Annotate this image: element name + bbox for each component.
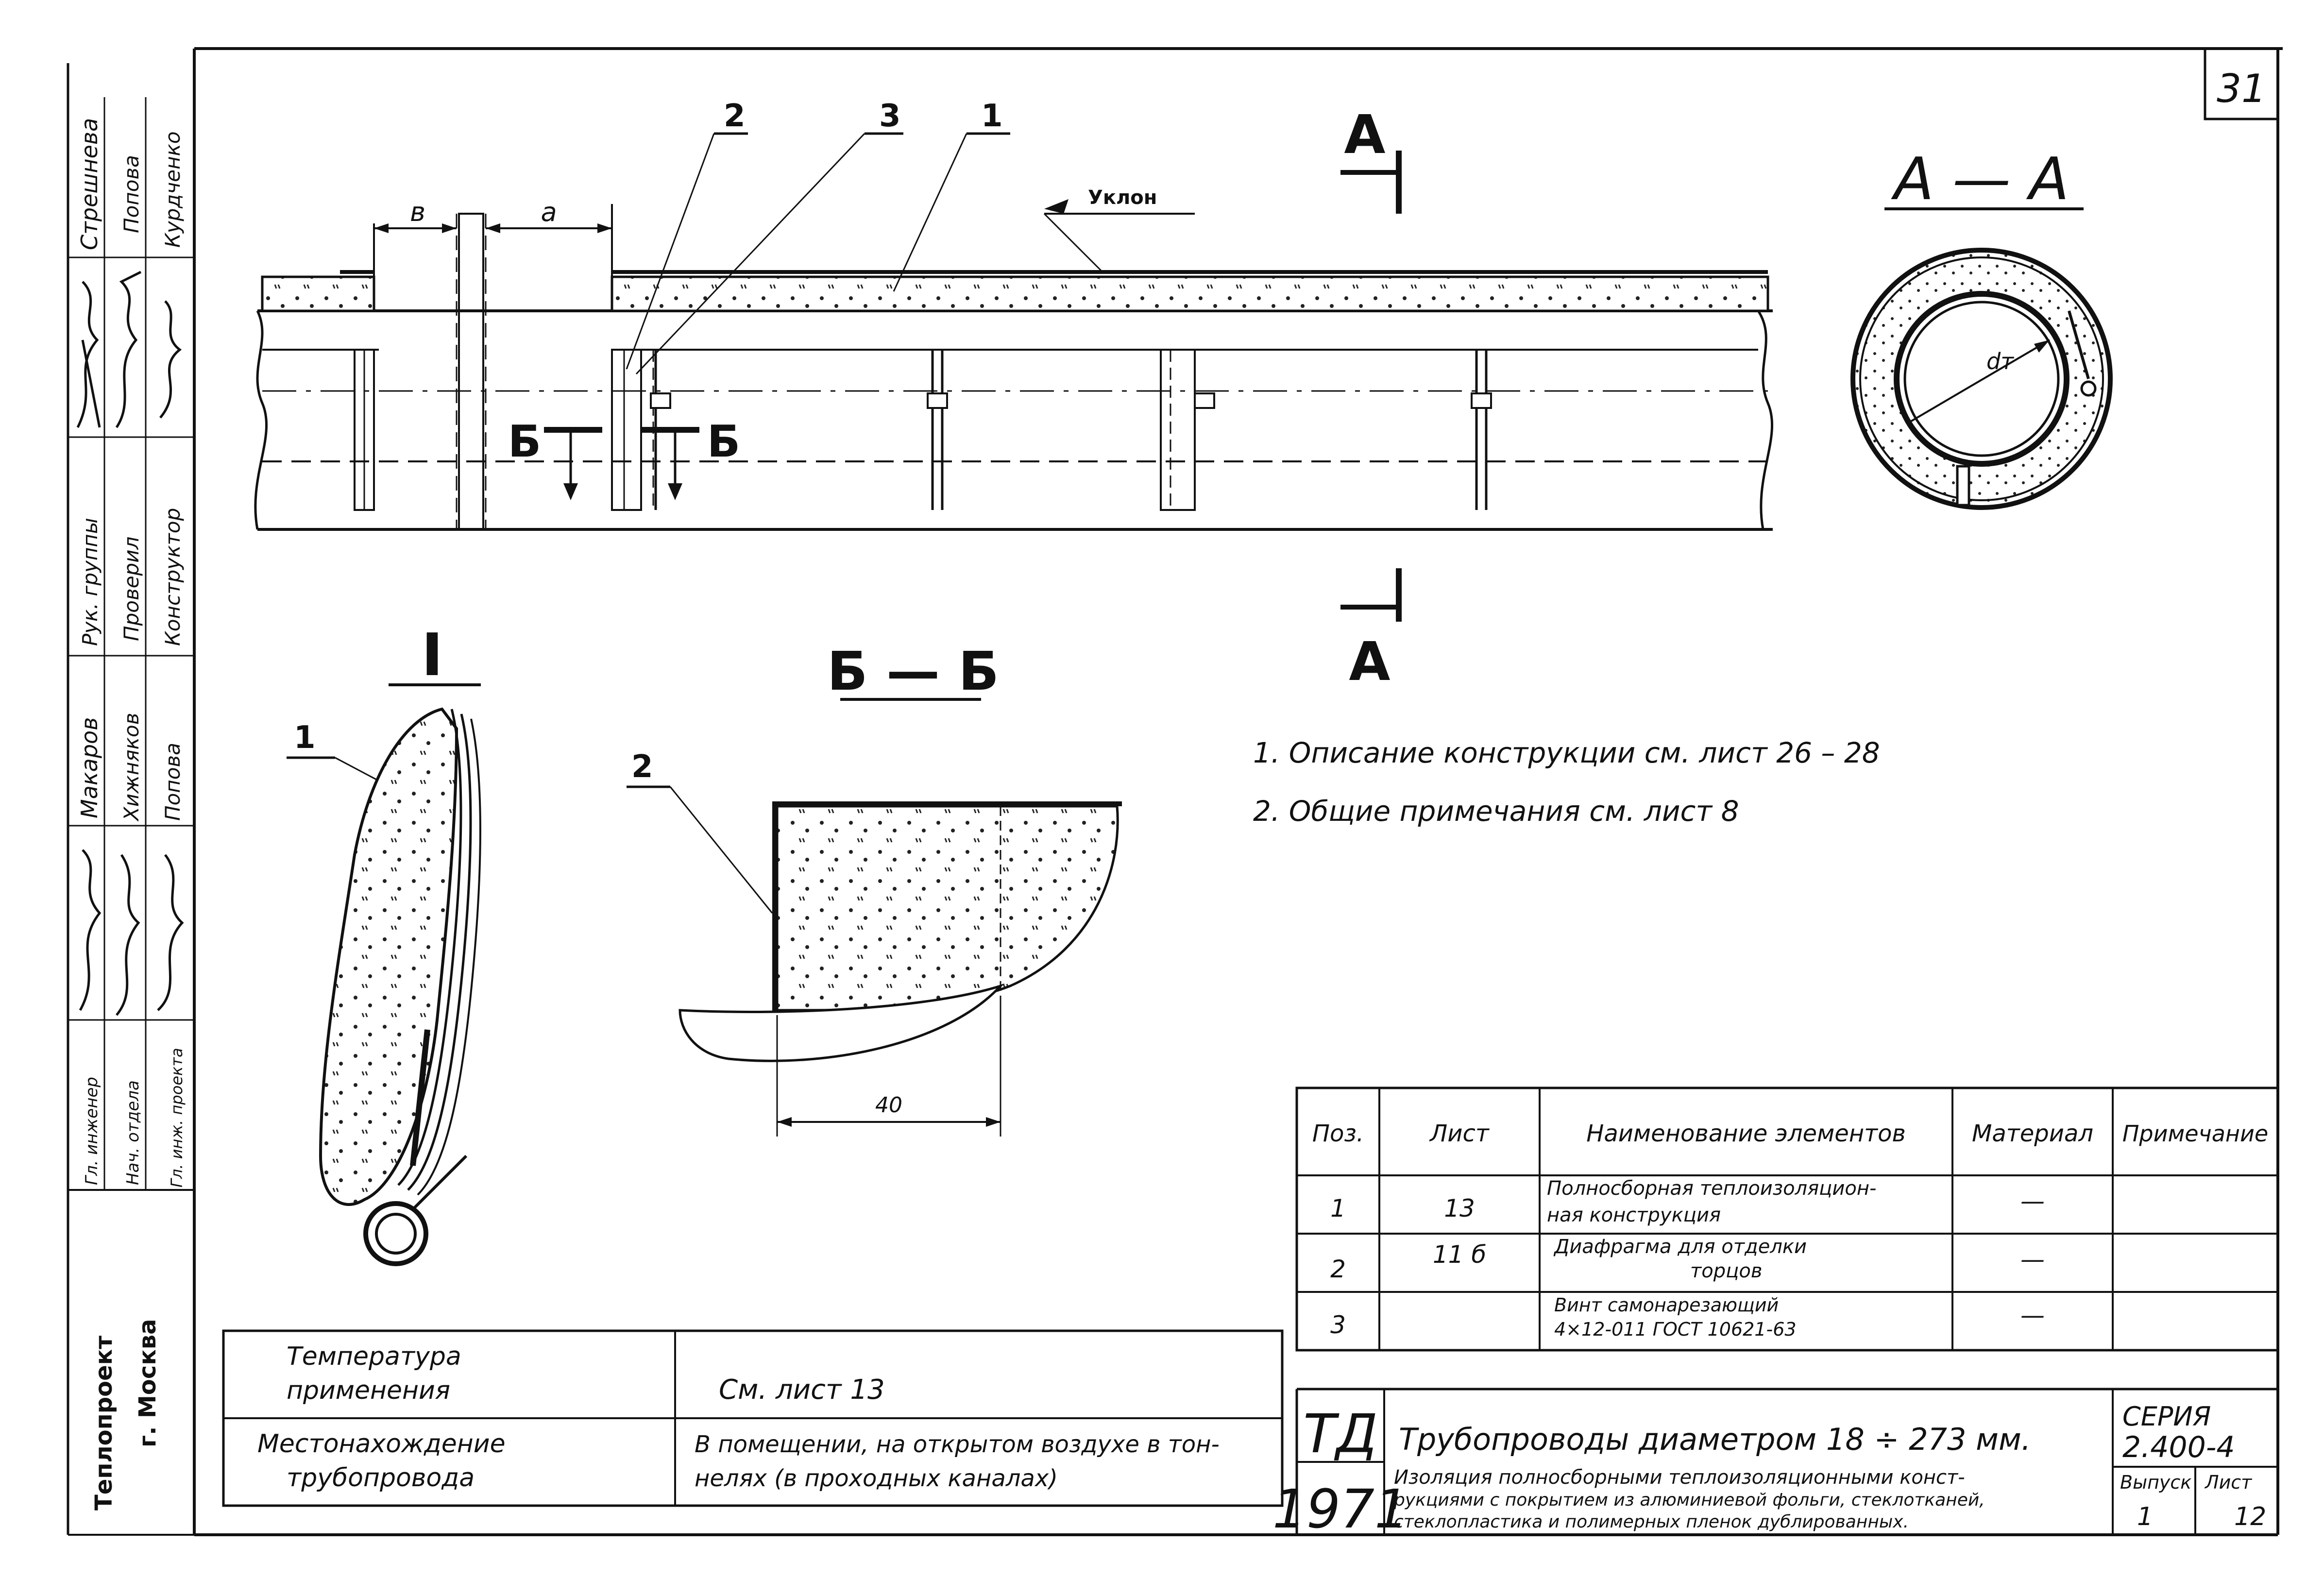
issue-number: 1	[2137, 1502, 2153, 1531]
dim-a-label: а	[541, 197, 557, 227]
spec-header-name: Наименование элементов	[1586, 1120, 1906, 1147]
table-row: 1 13 Полносборная теплоизоляцион- ная ко…	[1330, 1177, 2045, 1226]
conditions-location-label-2: трубопровода	[287, 1463, 475, 1493]
left-stamp-strip: Стрешнева Попова Курдченко Рук. группы П…	[67, 63, 194, 1535]
note-1: 1. Описание конструкции см. лист 26 – 28	[1253, 736, 1880, 769]
spec-cell-sheet: 11 б	[1433, 1240, 1486, 1269]
series-label: СЕРИЯ	[2122, 1401, 2211, 1432]
note-2: 2. Общие примечания см. лист 8	[1253, 795, 1739, 828]
spec-header-sheet: Лист	[1429, 1120, 1490, 1147]
stamp-role-5: Нач. отдела	[123, 1080, 143, 1185]
title-sub-2: рукциями с покрытием из алюминиевой фоль…	[1393, 1490, 1985, 1510]
title-block: ТД 1971 Трубопроводы диаметром 18 ÷ 273 …	[1272, 1388, 2278, 1540]
signature-4	[79, 849, 102, 1011]
section-bb-callout-2: 2	[631, 749, 653, 785]
title-sub-1: Изоляция полносборными теплоизоляционным…	[1394, 1466, 1965, 1489]
stamp-name-2: Попова	[119, 155, 143, 233]
dim-40-label: 40	[875, 1093, 902, 1118]
spec-cell-name: торцов	[1690, 1260, 1762, 1282]
section-a-top: А	[1344, 103, 1385, 166]
callout-3: 3	[879, 98, 901, 134]
series-number: 2.400-4	[2122, 1430, 2235, 1464]
stamp-city: г. Москва	[134, 1319, 161, 1447]
signature-1	[76, 281, 101, 428]
detail-i-view: I 1	[287, 622, 481, 1266]
section-b-right: Б	[707, 416, 741, 467]
section-bb-view: Б — Б 2 40	[627, 640, 1122, 1137]
spec-cell-material: —	[2020, 1301, 2045, 1329]
spec-cell-material: —	[2020, 1245, 2045, 1273]
conditions-location-value-2: нелях (в проходных каналах)	[695, 1465, 1058, 1492]
stamp-name-5: Хижняков	[119, 713, 143, 822]
section-aa-dt-label: dт	[1986, 348, 2014, 374]
spec-header-note: Примечание	[2122, 1120, 2268, 1147]
table-row: 3 Винт самонарезающий 4×12-011 ГОСТ 1062…	[1330, 1294, 2045, 1340]
section-aa-title: А — А	[1891, 146, 2069, 213]
issue-label: Выпуск	[2120, 1472, 2191, 1493]
title-td: ТД	[1303, 1403, 1377, 1465]
spec-cell-name: Диафрагма для отделки	[1553, 1236, 1807, 1258]
stamp-name-4: Макаров	[76, 717, 102, 818]
title-year: 1971	[1272, 1478, 1408, 1540]
stamp-role-6: Гл. инж. проекта	[168, 1048, 186, 1188]
stamp-name-3: Курдченко	[161, 131, 185, 248]
signature-6	[157, 854, 184, 1011]
signature-5	[116, 854, 140, 1016]
section-a-bottom: А	[1349, 630, 1390, 693]
spec-cell-name: Винт самонарезающий	[1554, 1294, 1779, 1316]
spec-cell-name: Полносборная теплоизоляцион-	[1547, 1177, 1876, 1200]
callout-2: 2	[724, 98, 746, 134]
stamp-name-1: Стрешнева	[76, 118, 102, 250]
signature-2	[115, 271, 142, 428]
callout-1: 1	[981, 98, 1003, 134]
general-notes: 1. Описание конструкции см. лист 26 – 28…	[1253, 736, 1880, 828]
dim-b-label: в	[410, 197, 425, 227]
detail-i-title: I	[422, 622, 443, 689]
conditions-table: Температура применения См. лист 13 Место…	[222, 1329, 1284, 1507]
table-row: 2 11 б Диафрагма для отделки торцов —	[1330, 1236, 2045, 1283]
section-bb-title: Б — Б	[827, 640, 999, 702]
signature-3	[159, 300, 182, 419]
spec-cell-sheet: 13	[1444, 1194, 1475, 1222]
spec-cell-material: —	[2020, 1187, 2045, 1215]
spec-header-pos: Поз.	[1312, 1120, 1364, 1147]
spec-cell-name: ная конструкция	[1547, 1204, 1721, 1226]
section-b-left: Б	[508, 416, 542, 467]
conditions-temp-label-2: применения	[287, 1376, 450, 1405]
spec-cell-pos: 3	[1330, 1311, 1346, 1339]
spec-cell-name: 4×12-011 ГОСТ 10621-63	[1554, 1319, 1797, 1340]
page-number: 31	[2217, 66, 2266, 111]
stamp-role-3: Конструктор	[161, 508, 185, 646]
conditions-temp-label-1: Температура	[287, 1342, 461, 1371]
specification-table: Поз. Лист Наименование элементов Материа…	[1295, 1086, 2279, 1352]
clamp-bands	[650, 349, 1492, 511]
conditions-location-value-1: В помещении, на открытом воздухе в тон-	[695, 1431, 1220, 1458]
sheet-label: Лист	[2204, 1472, 2253, 1493]
section-aa-view: А — А dт	[1850, 146, 2113, 510]
stamp-name-6: Попова	[161, 743, 185, 821]
slope-label: Уклон	[1088, 187, 1157, 209]
detail-i-callout-1: 1	[294, 720, 316, 756]
title-sub-3: стеклопластика и полимерных пленок дубли…	[1394, 1512, 1909, 1532]
conditions-location-label-1: Местонахождение	[257, 1429, 506, 1459]
page-number-box: 31	[2204, 49, 2278, 120]
stamp-role-4: Гл. инженер	[82, 1077, 102, 1185]
title-main: Трубопроводы диаметром 18 ÷ 273 мм.	[1399, 1422, 2031, 1457]
spec-cell-pos: 2	[1330, 1255, 1346, 1283]
spec-cell-pos: 1	[1330, 1194, 1346, 1222]
stamp-organization: Теплопроект	[90, 1336, 118, 1510]
conditions-temp-value: См. лист 13	[719, 1374, 885, 1406]
spec-header-material: Материал	[1972, 1120, 2093, 1147]
stamp-role-2: Проверил	[119, 537, 143, 641]
pipe-longitudinal-view: в а Уклон 2 3 1 Б Б А А	[254, 98, 1773, 693]
sheet-number: 12	[2234, 1502, 2266, 1531]
stamp-role-1: Рук. группы	[78, 518, 102, 646]
